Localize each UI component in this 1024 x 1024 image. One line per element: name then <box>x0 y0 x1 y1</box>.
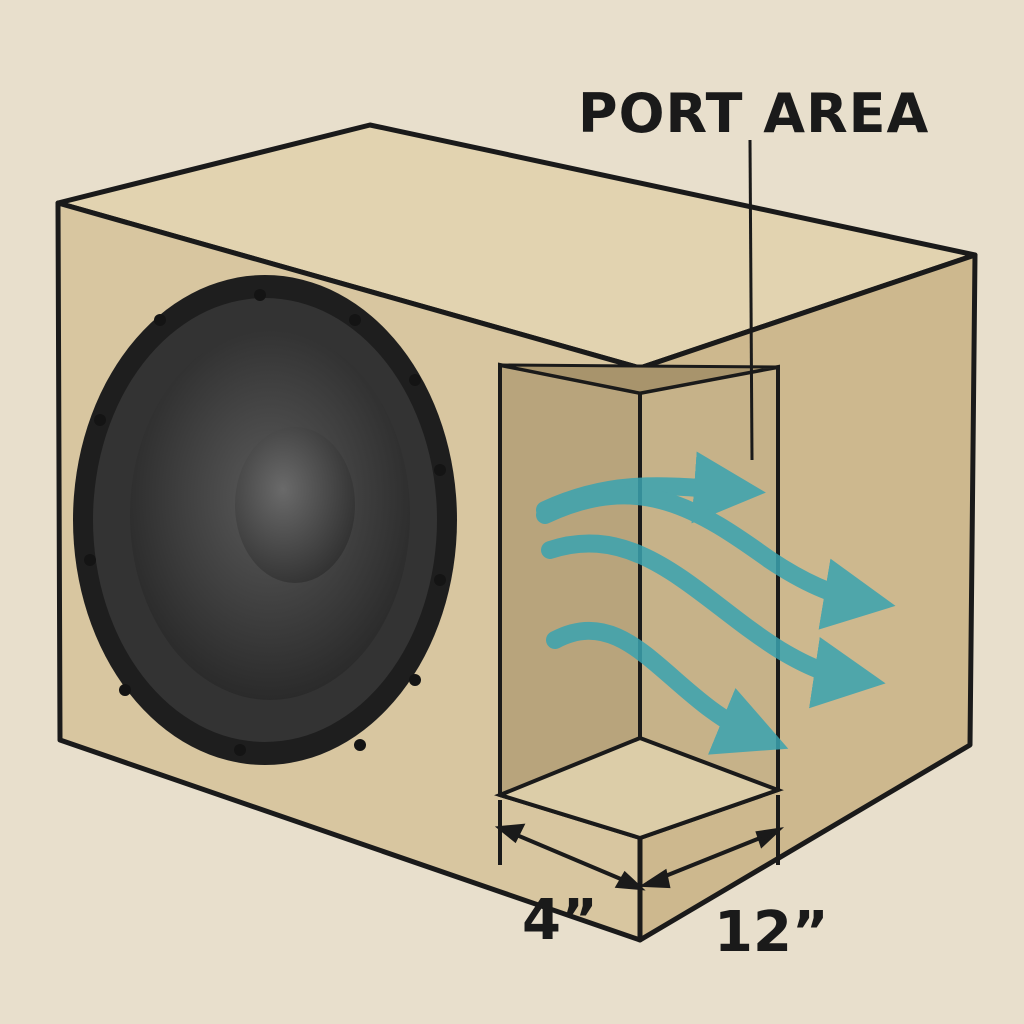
port-area-label: PORT AREA <box>578 82 930 145</box>
port-width-label: 4” <box>522 888 598 953</box>
port-opening <box>494 362 784 841</box>
airflow-arrows <box>536 451 896 755</box>
port-area-leader <box>748 139 754 461</box>
speaker-driver <box>73 275 457 765</box>
dimension-lines <box>494 795 785 891</box>
port-depth-label: 12” <box>714 900 829 965</box>
